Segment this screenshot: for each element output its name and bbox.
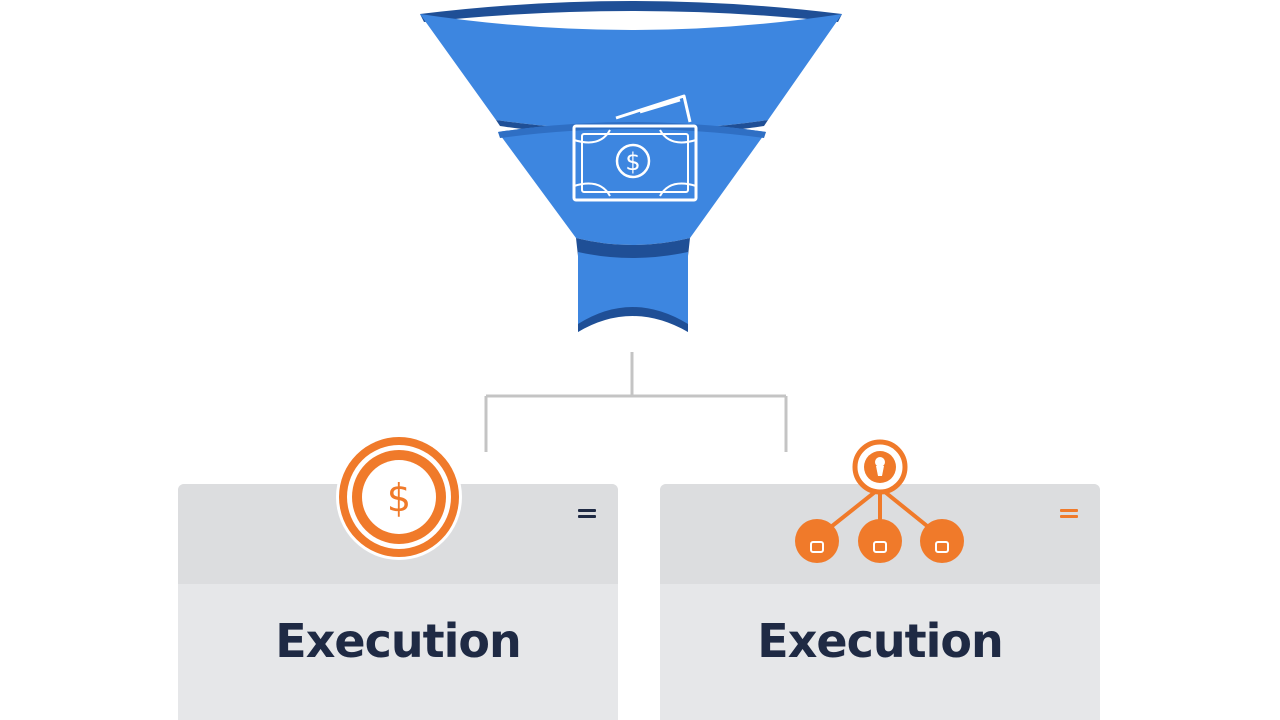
funnel-top-rim bbox=[420, 1, 842, 22]
dollar-coin-icon bbox=[336, 434, 462, 560]
funnel-spout-lip bbox=[578, 307, 688, 332]
menu-icon-bar bbox=[578, 509, 596, 512]
hierarchy-network-icon bbox=[795, 439, 964, 563]
funnel-shape bbox=[420, 1, 842, 332]
funnel-band-shadow-2 bbox=[498, 122, 766, 138]
menu-icon-bar bbox=[578, 515, 596, 518]
bill-dollar-sign: $ bbox=[625, 148, 640, 176]
coin-dollar-sign: $ bbox=[387, 476, 411, 520]
menu-icon-bar bbox=[1060, 509, 1078, 512]
money-bill-icon bbox=[572, 94, 698, 202]
funnel-upper-cone bbox=[420, 14, 842, 130]
menu-icon[interactable] bbox=[1060, 507, 1078, 519]
menu-icon[interactable] bbox=[578, 507, 596, 519]
connector-lines bbox=[484, 352, 788, 452]
card-right-title: Execution bbox=[757, 614, 1003, 668]
card-left-title: Execution bbox=[275, 614, 521, 668]
menu-icon-bar bbox=[1060, 515, 1078, 518]
funnel-lower-cone bbox=[498, 122, 766, 245]
funnel-neck-shadow bbox=[576, 238, 690, 260]
